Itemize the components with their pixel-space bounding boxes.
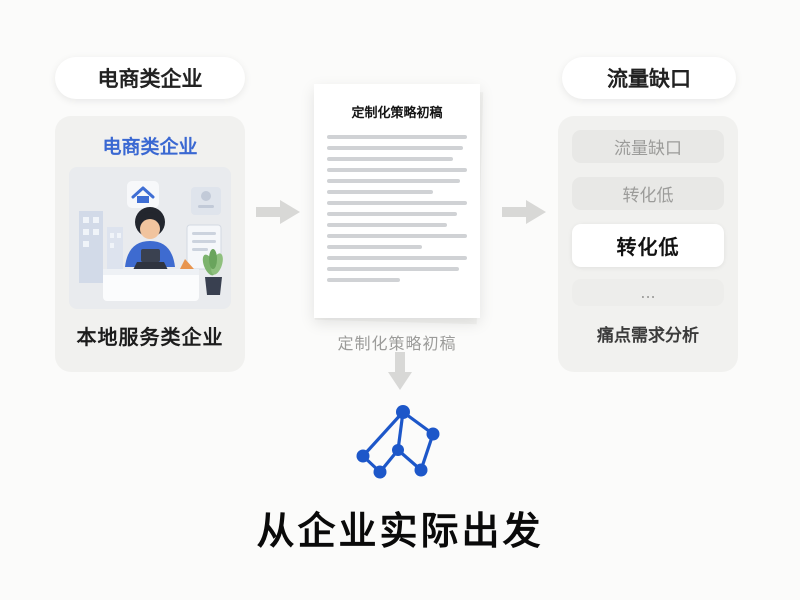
strategy-document-label: 定制化策略初稿 — [337, 334, 457, 353]
traffic-gap-pill: 流量缺口 — [562, 57, 736, 99]
ecommerce-pill-label: 电商类企业 — [97, 67, 203, 91]
arrow-down-icon — [386, 352, 414, 390]
pain-points-caption: 痛点需求分析 — [597, 326, 699, 346]
enterprise-card-title: 电商类企业 — [102, 136, 198, 158]
pain-point-item: 流量缺口 — [572, 130, 724, 163]
arrow-right-icon — [502, 198, 546, 226]
strategy-document: 定制化策略初稿 — [314, 84, 480, 318]
strategy-document-body-lines — [327, 135, 467, 282]
pain-point-item: 转化低 — [572, 177, 724, 210]
enterprise-card: 电商类企业 — [55, 116, 245, 372]
pain-point-item-selected: 转化低 — [572, 224, 724, 267]
office-illustration-svg — [69, 167, 231, 309]
enterprise-card-caption: 本地服务类企业 — [76, 325, 224, 349]
office-illustration — [69, 167, 231, 309]
pain-points-card: 流量缺口 转化低 转化低 ... 痛点需求分析 — [558, 116, 738, 372]
ecommerce-pill: 电商类企业 — [55, 57, 245, 99]
strategy-document-title: 定制化策略初稿 — [351, 106, 443, 121]
arrow-right-icon — [256, 198, 300, 226]
page-title: 从企业实际出发 — [256, 509, 544, 553]
pain-point-item-ellipsis: ... — [572, 279, 724, 306]
network-graph-icon — [350, 398, 450, 492]
traffic-gap-pill-label: 流量缺口 — [607, 67, 691, 91]
